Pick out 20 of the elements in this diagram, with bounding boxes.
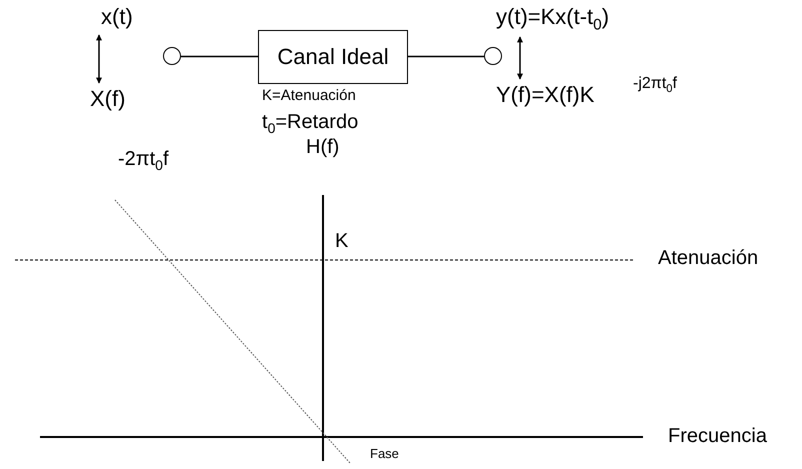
connector-line — [181, 56, 258, 58]
double-arrow — [517, 36, 523, 80]
terminal-circle — [163, 47, 181, 65]
curve-label: Atenuación — [658, 247, 758, 269]
signal-label: y(t)=Kx(t-t$_{0}$) — [496, 5, 610, 34]
signal-label: Y(f)=X(f)K — [496, 83, 594, 108]
level-label: K — [335, 230, 348, 252]
double-arrow — [96, 34, 102, 84]
parameter-label: K=Atenuación — [262, 88, 356, 104]
axis-label: H(f) — [306, 136, 340, 158]
phase-slope-label: -2πt$_{0}$f — [118, 148, 168, 174]
channel-box: Canal Ideal — [258, 30, 408, 84]
connector-line — [408, 56, 484, 58]
parameter-label: t$_{0}$=Retardo — [262, 111, 358, 136]
terminal-circle — [484, 47, 502, 65]
exponent-label: -j2πt$_{0}$f — [633, 75, 677, 96]
signal-label: x(t) — [101, 5, 133, 30]
curve-label: Fase — [370, 447, 399, 462]
axis-label: Frecuencia — [668, 425, 767, 447]
signal-label: X(f) — [90, 87, 126, 112]
